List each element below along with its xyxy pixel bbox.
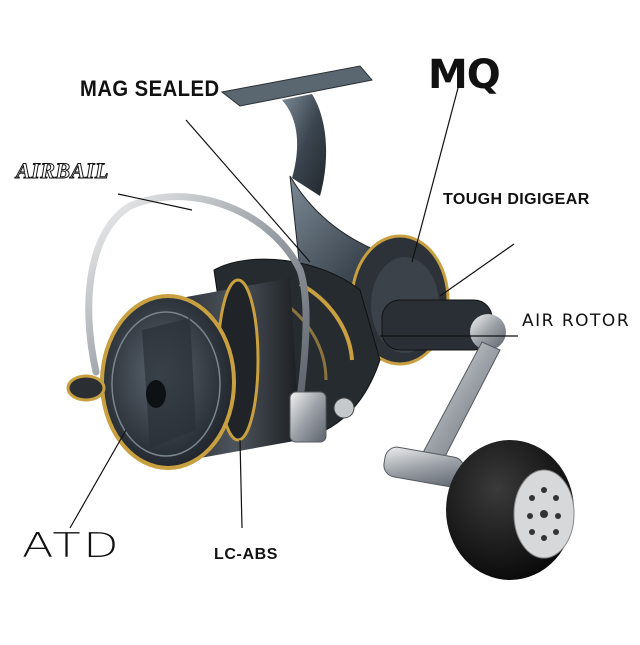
bail-wire — [66, 193, 355, 443]
reel-foot — [220, 65, 373, 196]
label-airbail: AIRBAIL — [16, 158, 109, 184]
handle-arm — [381, 299, 506, 488]
label-atd: ATD — [22, 526, 122, 566]
callout-line-airbail — [117, 193, 193, 211]
callout-line-atd — [69, 429, 127, 529]
spool — [100, 278, 300, 470]
callout-lines — [69, 87, 518, 529]
callout-line-tough-digigear — [439, 243, 515, 297]
callout-line-mq — [411, 87, 459, 263]
label-lc-abs: LC-ABS — [214, 546, 279, 563]
label-mq: MQ — [428, 52, 501, 98]
label-air-rotor: AIR ROTOR — [522, 311, 631, 331]
handle-knob — [446, 440, 575, 580]
label-tough-digigear: TOUGH DIGIGEAR — [443, 191, 590, 208]
callout-line-mag-sealed — [185, 119, 311, 263]
callout-line-lc-abs — [239, 439, 243, 529]
label-mag-sealed: MAG SEALED — [80, 76, 220, 101]
